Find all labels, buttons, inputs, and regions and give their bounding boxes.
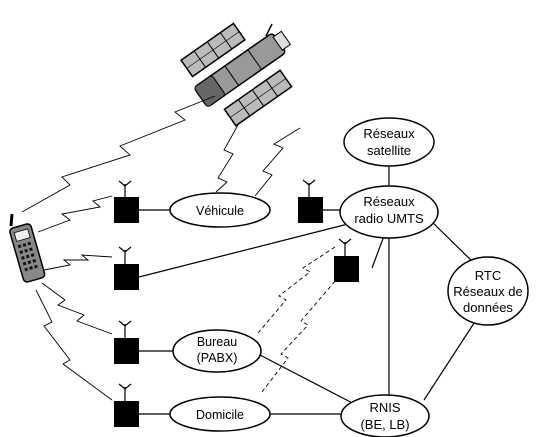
node-bureau: Bureau (PABX) bbox=[172, 329, 262, 373]
node-bureau-label-2: (PABX) bbox=[197, 351, 238, 365]
link-rtc-rnis bbox=[423, 316, 479, 401]
satellite-icon bbox=[180, 22, 293, 127]
radio-link-phone-satellite bbox=[21, 95, 216, 213]
link-bureau-rnis bbox=[259, 354, 363, 409]
node-rtc-label-1: RTC bbox=[475, 268, 501, 283]
node-rnis: RNIS (BE, LB) bbox=[340, 394, 430, 437]
node-domicile: Domicile bbox=[169, 396, 271, 432]
node-rnis-label-2: (BE, LB) bbox=[360, 417, 409, 432]
link-office-station-radio bbox=[138, 223, 349, 278]
node-reseaux-satellite-label-2: satellite bbox=[367, 143, 411, 158]
node-rtc-label-2: Réseaux de bbox=[453, 284, 522, 299]
radio-link-phone-domicile-station bbox=[35, 289, 113, 401]
dashed-link-bureau-station bbox=[257, 246, 336, 334]
mobile-phone-icon bbox=[9, 213, 46, 283]
node-bureau-label-1: Bureau bbox=[197, 335, 237, 349]
base-station-icon bbox=[334, 238, 359, 282]
radio-link-phone-office-station-1 bbox=[43, 254, 113, 271]
node-reseaux-satellite-label-1: Réseaux bbox=[363, 126, 415, 141]
link-mid-station-radio bbox=[371, 235, 385, 269]
node-reseaux-radio-label-1: Réseaux bbox=[363, 194, 415, 209]
node-rnis-label-1: RNIS bbox=[369, 400, 400, 415]
base-station-icon bbox=[298, 179, 323, 223]
network-links bbox=[138, 158, 479, 415]
dashed-link-domicile-station bbox=[261, 279, 337, 393]
node-rtc-label-3: données bbox=[463, 300, 513, 315]
base-station-icon bbox=[114, 246, 139, 290]
link-radio-rtc bbox=[429, 219, 478, 267]
base-station-icon bbox=[114, 180, 139, 223]
node-domicile-label: Domicile bbox=[196, 408, 244, 422]
node-reseaux-radio-label-2: radio UMTS bbox=[354, 211, 424, 226]
node-reseaux-radio: Réseaux radio UMTS bbox=[339, 185, 439, 239]
node-rtc: RTC Réseaux de données bbox=[447, 256, 529, 326]
node-reseaux-satellite: Réseaux satellite bbox=[343, 117, 435, 167]
base-station-icon bbox=[114, 383, 139, 427]
radio-links bbox=[21, 95, 301, 401]
radio-link-satellite-vehicule bbox=[215, 124, 239, 193]
radio-link-vehicule-station bbox=[254, 127, 301, 197]
radio-link-phone-vehicule-station bbox=[37, 195, 113, 233]
dashed-radio-links bbox=[257, 246, 337, 393]
base-station-icon bbox=[114, 320, 139, 364]
node-vehicule: Véhicule bbox=[169, 192, 271, 228]
node-vehicule-label: Véhicule bbox=[196, 204, 244, 218]
radio-link-phone-bureau-station bbox=[41, 282, 113, 335]
